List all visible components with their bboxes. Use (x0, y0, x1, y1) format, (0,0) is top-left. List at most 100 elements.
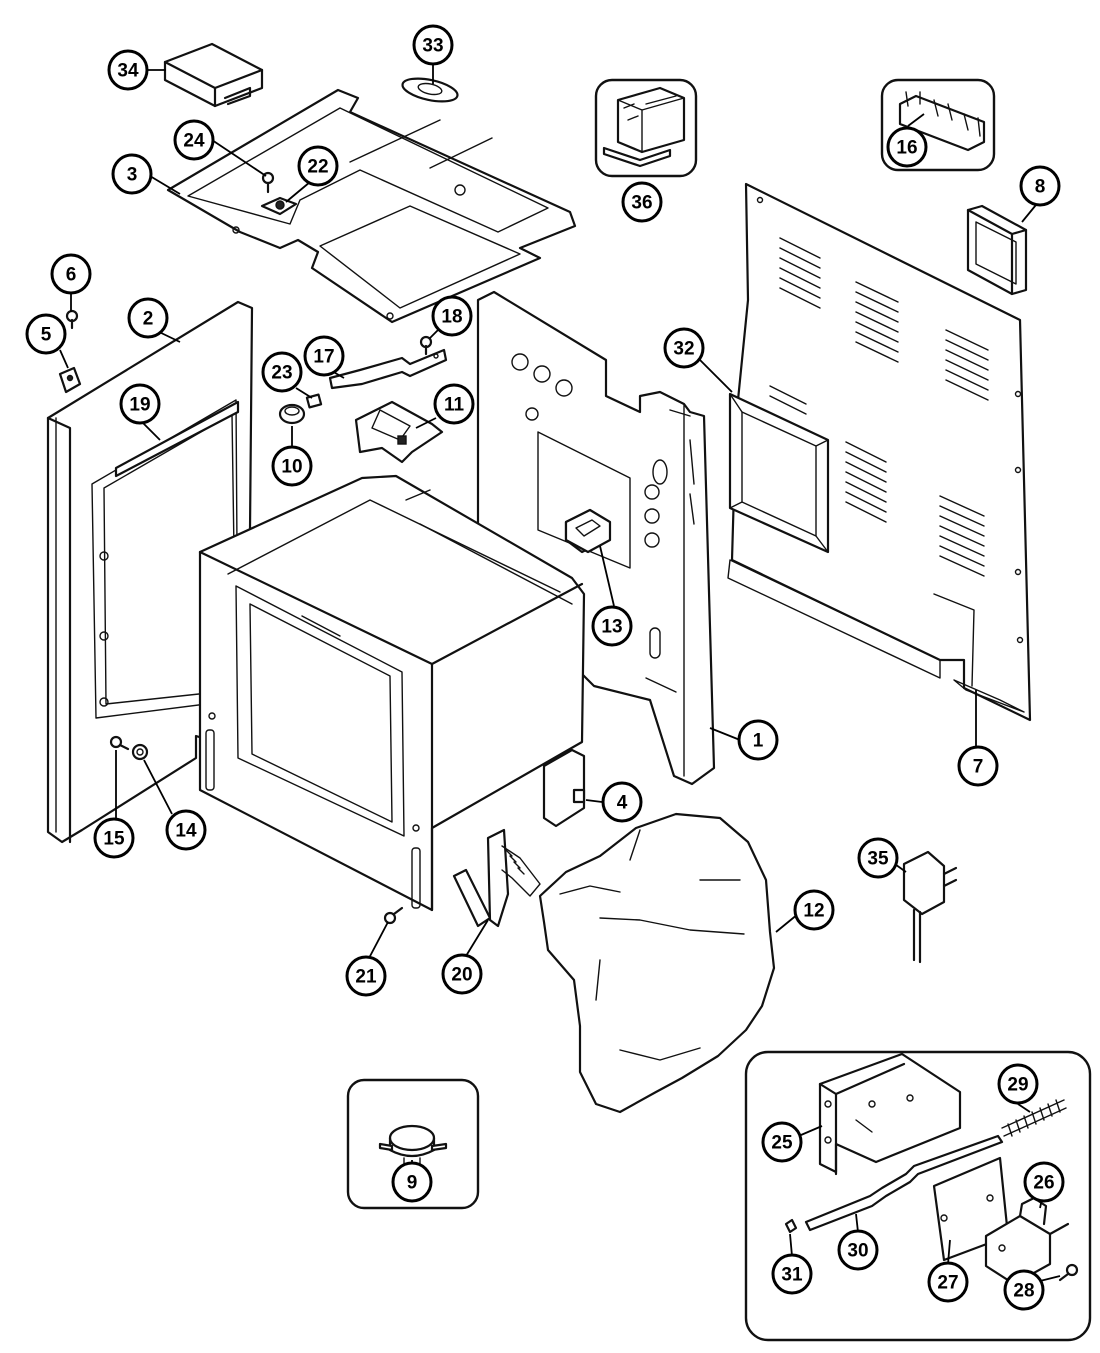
part-21-screw (383, 906, 404, 925)
callout-28: 28 (1003, 1269, 1045, 1311)
svg-text:6: 6 (66, 265, 77, 286)
callout-33: 33 (412, 24, 454, 66)
svg-text:12: 12 (803, 901, 824, 922)
callout-18: 18 (431, 295, 473, 337)
callout-25: 25 (761, 1121, 803, 1163)
svg-text:32: 32 (673, 339, 694, 360)
part-8-bracket (966, 204, 1028, 296)
svg-text:29: 29 (1007, 1075, 1028, 1096)
callout-5: 5 (25, 313, 67, 355)
svg-text:30: 30 (847, 1241, 868, 1262)
callout-2: 2 (127, 297, 169, 339)
svg-text:17: 17 (313, 347, 334, 368)
svg-text:3: 3 (127, 165, 138, 186)
svg-text:7: 7 (973, 757, 984, 778)
callout-24: 24 (173, 119, 215, 161)
svg-text:26: 26 (1033, 1173, 1054, 1194)
svg-text:27: 27 (937, 1273, 958, 1294)
svg-text:5: 5 (41, 325, 52, 346)
callout-17: 17 (303, 335, 345, 377)
svg-text:9: 9 (407, 1173, 418, 1194)
svg-text:24: 24 (183, 131, 205, 152)
callout-4: 4 (601, 781, 643, 823)
svg-text:16: 16 (896, 138, 917, 159)
callout-27: 27 (927, 1261, 969, 1303)
callout-19: 19 (119, 383, 161, 425)
svg-text:19: 19 (129, 395, 150, 416)
part-4-clip (542, 748, 586, 828)
part-32-insulation-frame (728, 392, 830, 554)
part-35-power-cord (902, 850, 958, 964)
svg-text:36: 36 (631, 193, 652, 214)
part-15-screw (109, 735, 130, 751)
part-13-bracket (564, 508, 612, 554)
part-33-grommet (401, 77, 459, 103)
callout-23: 23 (261, 351, 303, 393)
callout-35: 35 (857, 837, 899, 879)
callout-31: 31 (771, 1253, 813, 1295)
callout-7: 7 (957, 745, 999, 787)
svg-text:20: 20 (451, 965, 472, 986)
callout-26: 26 (1023, 1161, 1065, 1203)
part-11-latch-bracket (354, 400, 444, 464)
svg-text:21: 21 (355, 967, 377, 988)
svg-text:34: 34 (117, 61, 139, 82)
svg-text:15: 15 (103, 829, 125, 850)
svg-text:1: 1 (753, 731, 764, 752)
part-22-thermostat (260, 196, 298, 216)
callout-36: 36 (621, 181, 663, 223)
callout-34: 34 (107, 49, 149, 91)
callout-16: 16 (886, 126, 928, 168)
part-12-insulation-blanket (538, 812, 776, 1114)
part-17-rod (328, 348, 448, 390)
callout-32: 32 (663, 327, 705, 369)
callout-30: 30 (837, 1229, 879, 1271)
callout-9: 9 (391, 1161, 433, 1203)
svg-text:35: 35 (867, 849, 889, 870)
callout-21: 21 (345, 955, 387, 997)
callout-29: 29 (997, 1063, 1039, 1105)
callout-3: 3 (111, 153, 153, 195)
callout-12: 12 (793, 889, 835, 931)
svg-text:18: 18 (441, 307, 462, 328)
door-latch-assembly-inset (744, 1050, 1092, 1342)
callout-22: 22 (297, 145, 339, 187)
callout-1: 1 (737, 719, 779, 761)
callout-14: 14 (165, 809, 207, 851)
part-20-hinge (452, 828, 541, 928)
part-5-clip (58, 366, 82, 394)
callout-11: 11 (433, 383, 475, 425)
callout-8: 8 (1019, 165, 1061, 207)
callout-10: 10 (271, 445, 313, 487)
part-10-knob (278, 403, 306, 425)
svg-text:11: 11 (444, 395, 465, 416)
svg-text:28: 28 (1013, 1281, 1034, 1302)
svg-text:8: 8 (1035, 177, 1046, 198)
part-36-relay-inset (594, 78, 698, 178)
svg-text:23: 23 (271, 363, 292, 384)
svg-text:31: 31 (781, 1265, 803, 1286)
svg-text:25: 25 (771, 1133, 793, 1154)
part-6-screw (65, 309, 79, 330)
part-18-screw (419, 335, 433, 356)
callout-15: 15 (93, 817, 135, 859)
svg-text:4: 4 (617, 793, 628, 814)
svg-text:13: 13 (601, 617, 622, 638)
svg-text:33: 33 (422, 36, 443, 57)
part-3-top-panel (166, 88, 577, 324)
part-24-screw (261, 171, 275, 194)
part-34-control-box (163, 42, 264, 108)
svg-text:2: 2 (143, 309, 154, 330)
svg-text:22: 22 (307, 157, 328, 178)
callout-6: 6 (50, 253, 92, 295)
leader-lines (59, 64, 1061, 1283)
svg-text:10: 10 (281, 457, 302, 478)
callout-20: 20 (441, 953, 483, 995)
svg-text:14: 14 (175, 821, 197, 842)
part-9-thermostat-inset (346, 1078, 480, 1210)
part-14-screw (131, 743, 149, 761)
part-7-back-panel (727, 182, 1032, 722)
oven-cavity (198, 474, 586, 912)
callout-13: 13 (591, 605, 633, 647)
